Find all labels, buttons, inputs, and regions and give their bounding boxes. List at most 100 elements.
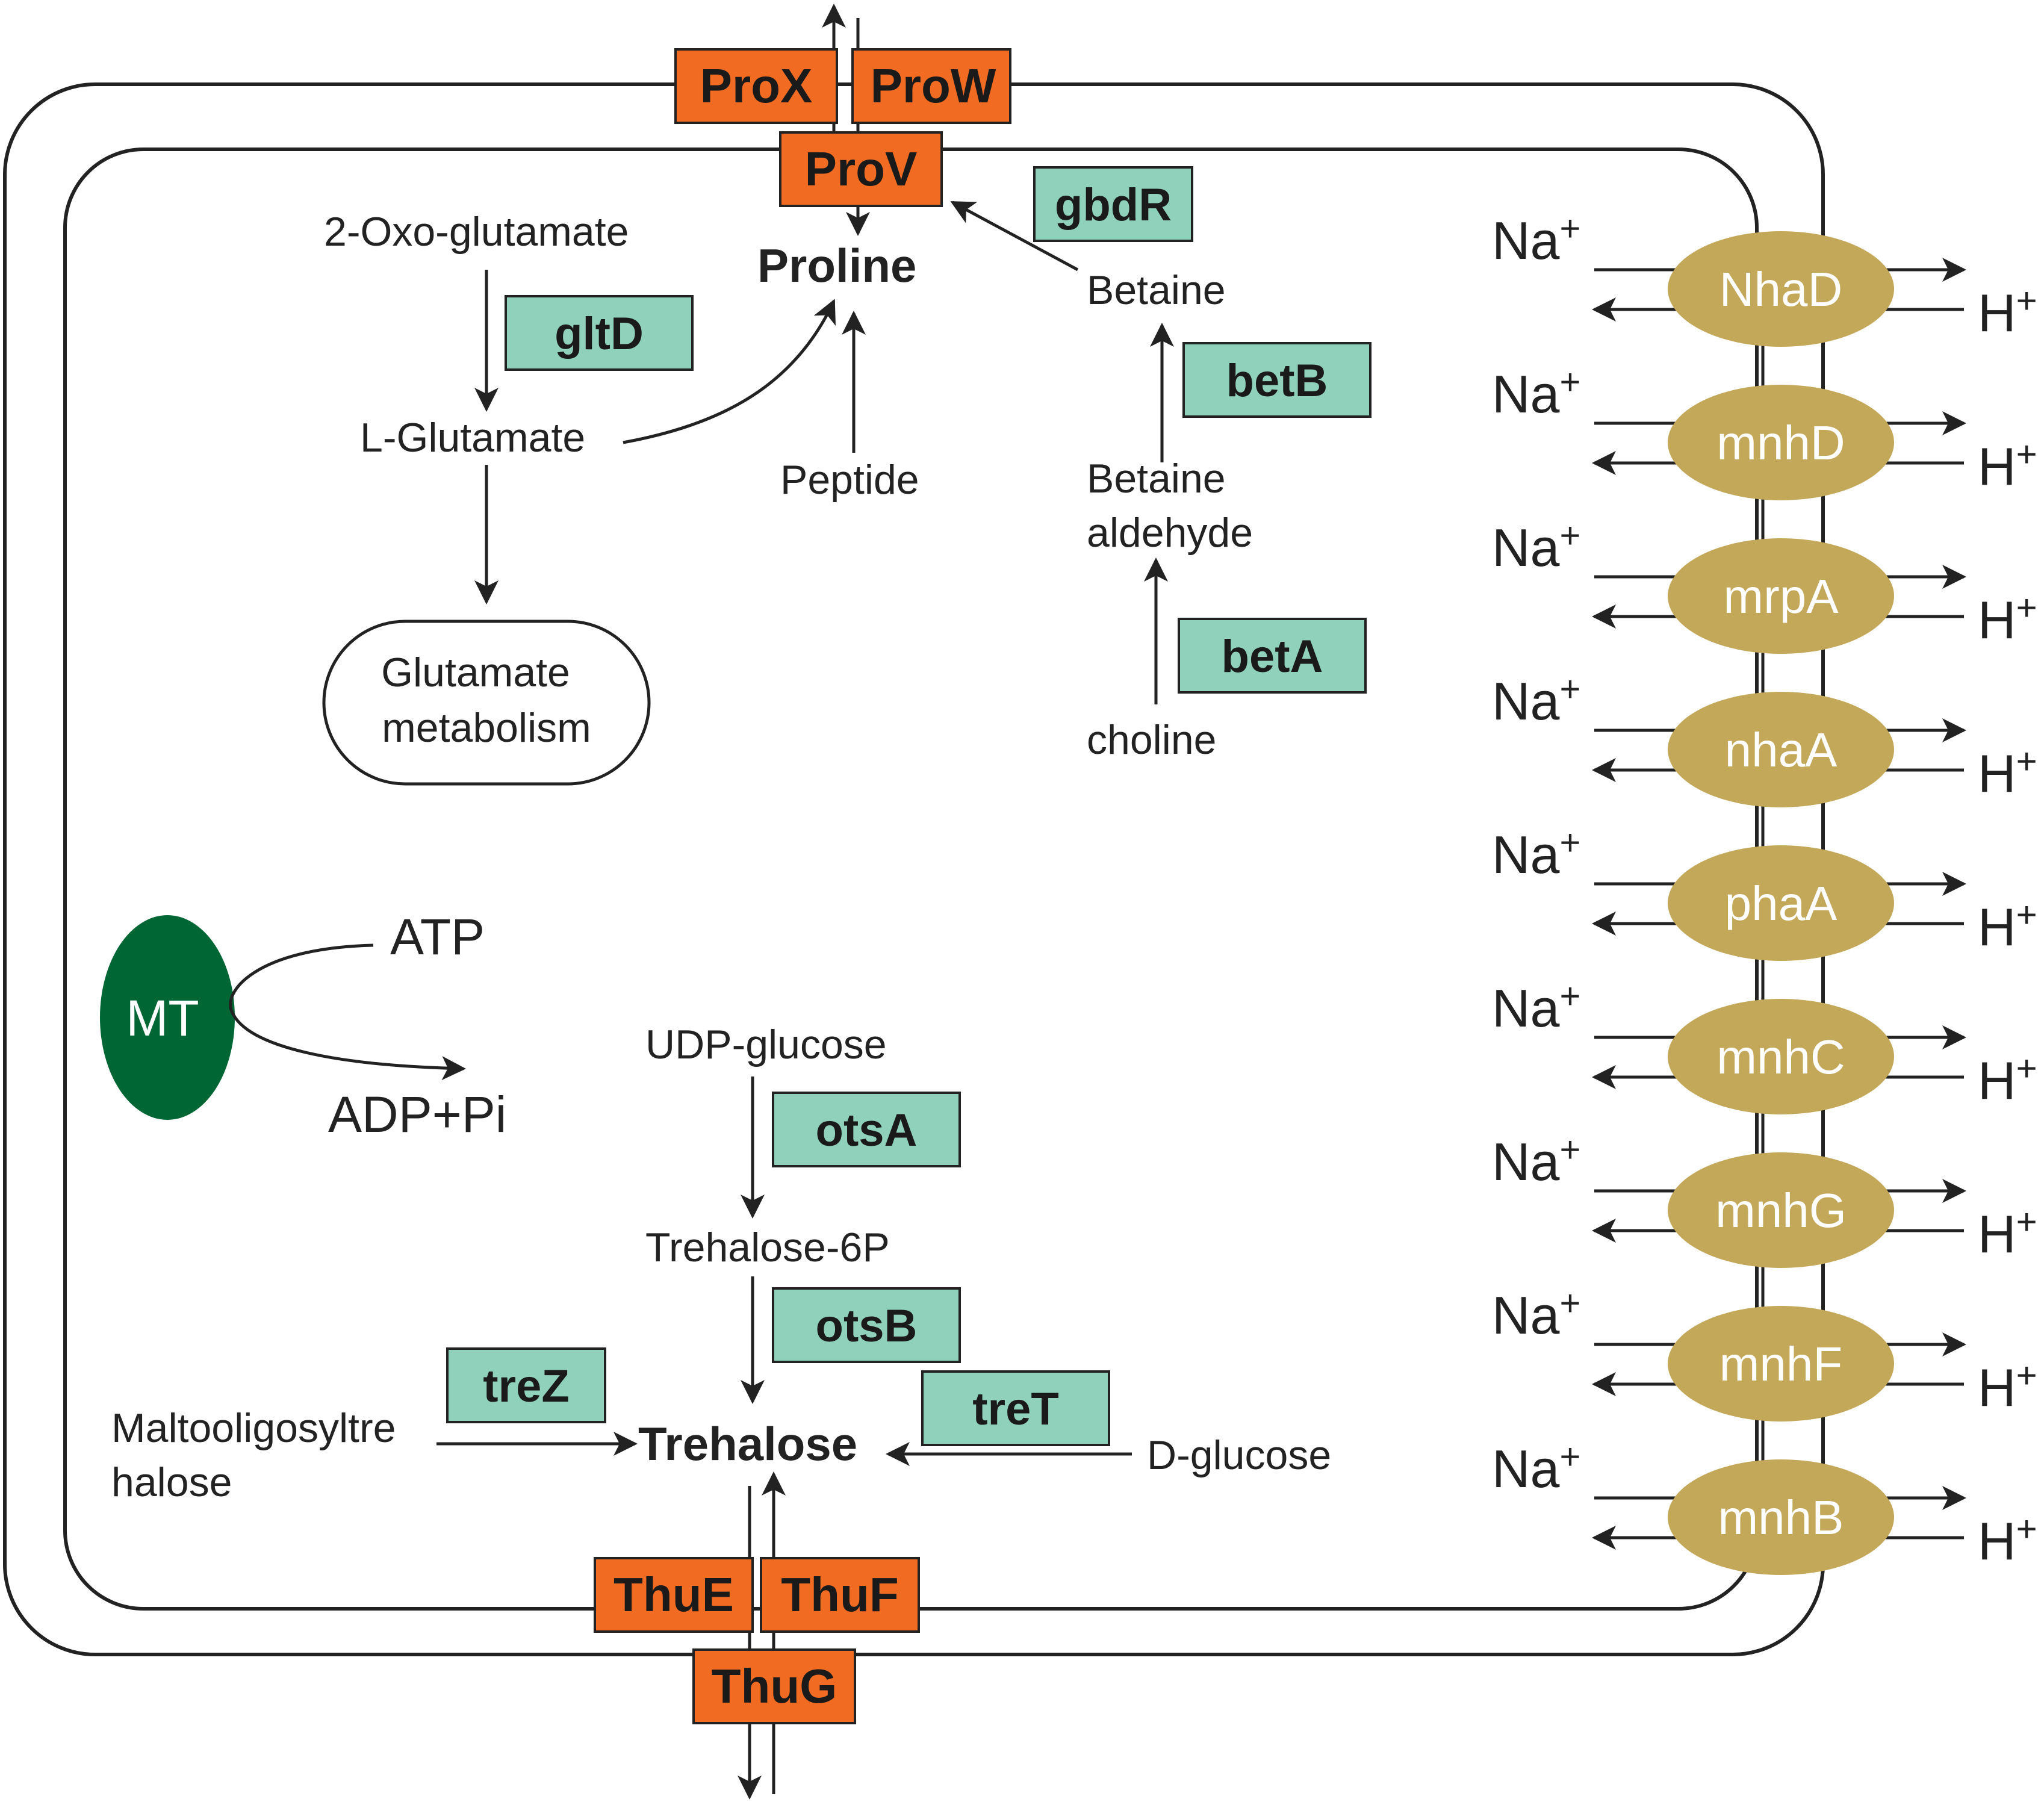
sodium-charge: + [1560,1129,1581,1170]
proton-charge: + [2016,1048,2037,1089]
antiporter-shape [1668,692,1894,807]
metabolite-atp: ATP [390,909,485,965]
svg-text:otsA: otsA [816,1105,918,1156]
proton-label: H+ [1978,281,2037,343]
svg-text:ProX: ProX [700,59,813,113]
enzyme-tret: treT [921,1370,1110,1446]
antiporter-phaa: phaA Na+ H+ [1492,822,2037,961]
sodium-charge: + [1560,1283,1581,1323]
enzyme-gbdr: gbdR [1033,166,1193,242]
antiporter-shape [1668,999,1894,1114]
transporter-thug: ThuG [692,1648,856,1724]
sodium-ion-label: Na+ [1492,822,1581,884]
antiporter-shape [1668,538,1894,654]
sodium-ion-label: Na+ [1492,1129,1581,1191]
metabolite-maltooligosyltrehalose: Maltooligosyltre [111,1405,396,1451]
sodium-ion-label: Na+ [1492,208,1581,270]
antiporter-column: NhaDNa+H+mnhDNa+H+mrpANa+H+nhaANa+H+phaA… [1492,208,2037,1575]
svg-text:ThuF: ThuF [781,1568,898,1621]
enzyme-trez: treZ [446,1347,606,1423]
antiporter-mnhb: mnhB Na+ H+ [1492,1437,2037,1575]
transporter-prox: ProX [674,48,838,124]
sodium-charge: + [1560,208,1581,249]
arrow-betaine-to-proline [950,200,1079,272]
svg-text:ThuE: ThuE [614,1568,734,1621]
sodium-ion-label: Na+ [1492,515,1581,577]
metabolite-trehalose: Trehalose [638,1417,857,1470]
proton-charge: + [2016,741,2037,781]
metabolite-maltooligosyltrehalose-line2: halose [111,1459,232,1505]
mt-node: MT [100,915,235,1120]
proton-label: H+ [1978,1509,2037,1571]
metabolite-2-oxo-glutamate: 2-Oxo-glutamate [324,209,629,255]
enzyme-betb: betB [1182,342,1371,418]
svg-text:treZ: treZ [483,1361,570,1412]
metabolite-choline: choline [1087,717,1217,763]
metabolite-l-glutamate: L-Glutamate [360,415,585,461]
antiporter-label: nhaA [1725,723,1837,777]
proton-charge: + [2016,281,2037,321]
antiporter-shape [1668,231,1894,347]
transporter-thue: ThuE [594,1557,754,1633]
antiporter-label: mnhB [1718,1491,1844,1544]
svg-text:treT: treT [972,1384,1059,1435]
metabolite-trehalose-6p: Trehalose-6P [645,1225,890,1270]
antiporter-label: NhaD [1719,263,1843,316]
transporter-thuf: ThuF [760,1557,920,1633]
glutamate-metabolism-node: Glutamate metabolism [322,620,651,786]
antiporter-label: mnhG [1715,1184,1847,1237]
sodium-ion-label: Na+ [1492,669,1581,731]
proton-charge: + [2016,1202,2037,1242]
proton-label: H+ [1978,1355,2037,1417]
antiporter-shape [1668,845,1894,961]
svg-text:gltD: gltD [554,308,644,359]
sodium-charge: + [1560,362,1581,402]
antiporter-label: mrpA [1723,570,1839,623]
arrow-glutamate-to-proline [623,299,836,444]
svg-text:otsB: otsB [816,1300,918,1352]
sodium-charge: + [1560,976,1581,1016]
metabolite-peptide: Peptide [780,457,919,503]
metabolite-adp-pi: ADP+Pi [328,1086,506,1143]
svg-text:metabolism: metabolism [382,705,591,751]
proton-charge: + [2016,434,2037,474]
antiporter-shape [1668,1152,1894,1268]
metabolite-udp-glucose: UDP-glucose [645,1022,887,1067]
metabolite-d-glucose: D-glucose [1147,1432,1331,1478]
antiporter-label: phaA [1725,877,1837,930]
enzyme-otsa: otsA [772,1092,961,1167]
metabolite-proline: Proline [757,239,916,292]
antiporter-mnhg: mnhG Na+ H+ [1492,1129,2037,1268]
transporter-prov: ProV [779,131,943,207]
proton-charge: + [2016,1509,2037,1549]
metabolite-betaine-aldehyde: Betaine [1087,456,1226,502]
antiporter-shape [1668,385,1894,500]
proton-label: H+ [1978,741,2037,803]
svg-text:ProV: ProV [805,142,918,196]
sodium-charge: + [1560,1437,1581,1477]
transporter-prow: ProW [851,48,1011,124]
metabolite-betaine-aldehyde-line2: aldehyde [1087,510,1253,556]
enzyme-beta: betA [1178,618,1367,694]
proton-label: H+ [1978,895,2037,957]
sodium-ion-label: Na+ [1492,1437,1581,1499]
proton-label: H+ [1978,434,2037,496]
sodium-ion-label: Na+ [1492,976,1581,1038]
sodium-charge: + [1560,822,1581,863]
proton-label: H+ [1978,1202,2037,1264]
metabolite-betaine: Betaine [1087,267,1226,313]
svg-text:gbdR: gbdR [1055,179,1172,231]
svg-text:MT: MT [126,990,199,1046]
antiporter-nhad: NhaD Na+ H+ [1492,208,2037,347]
atp-hydrolysis-arrow [229,943,466,1081]
svg-text:betB: betB [1226,355,1328,406]
sodium-charge: + [1560,515,1581,556]
enzyme-gltd: gltD [505,295,694,371]
proton-charge: + [2016,895,2037,935]
proton-label: H+ [1978,1048,2037,1110]
sodium-ion-label: Na+ [1492,1283,1581,1345]
